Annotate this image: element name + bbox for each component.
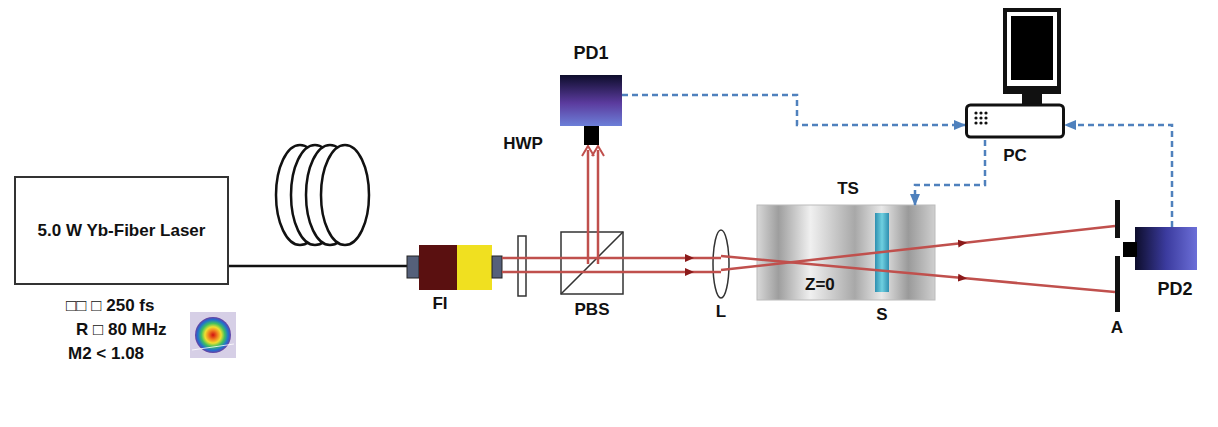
detector-housing xyxy=(560,75,622,126)
graphic-part xyxy=(984,116,987,119)
isolator-port xyxy=(407,256,419,278)
part-label: HWP xyxy=(503,134,543,154)
translation-stage: TSZ=0S xyxy=(757,205,935,300)
graphic-part xyxy=(979,116,982,119)
graphic-part xyxy=(974,121,977,124)
photodiode: PD1 xyxy=(560,75,622,145)
focused-beam xyxy=(721,256,1115,292)
beam-profile xyxy=(190,312,236,358)
computer: PC xyxy=(965,5,1065,140)
laser-name: 5.0 W Yb-Fiber Laser xyxy=(38,221,206,241)
monitor xyxy=(1007,12,1057,86)
graphic-part xyxy=(979,111,982,114)
photodiode: PD2 xyxy=(1123,227,1197,270)
beam-splitter xyxy=(561,232,623,294)
fiber-coil xyxy=(321,145,369,245)
detector-housing xyxy=(1135,227,1197,270)
computer-body xyxy=(967,105,1064,137)
photodiode-shape xyxy=(1123,227,1197,270)
laser-beam xyxy=(502,271,721,274)
reflected-beam xyxy=(587,150,590,264)
monitor-screen xyxy=(1011,16,1053,80)
laser-spec: R □ 80 MHz xyxy=(76,320,167,340)
graphic-part xyxy=(974,111,977,114)
photodiode-shape xyxy=(560,75,622,145)
part-label: PBS xyxy=(575,300,610,320)
translation-stage xyxy=(757,205,935,300)
part-label: L xyxy=(716,302,726,322)
laser-spec: □□ □ 250 fs xyxy=(66,296,154,316)
stage-label: TS xyxy=(837,179,859,199)
signal-line xyxy=(1065,125,1172,227)
laser-spec: M2 < 1.08 xyxy=(68,344,144,364)
monitor-stand xyxy=(1022,94,1042,104)
laser-box: 5.0 W Yb-Fiber Laser xyxy=(14,176,229,285)
lens xyxy=(713,230,729,298)
graphic-part xyxy=(974,116,977,119)
isolator-body xyxy=(419,245,457,290)
part-label: FI xyxy=(432,294,447,314)
isolator-port xyxy=(492,256,502,278)
signal-line xyxy=(915,140,985,205)
beam-profile xyxy=(192,344,234,350)
laser-beam xyxy=(502,257,721,260)
computer-shape xyxy=(965,5,1065,140)
graphic-part xyxy=(984,121,987,124)
beam-splitter-face xyxy=(561,232,623,294)
detector-label: PD2 xyxy=(1157,279,1192,299)
fiber xyxy=(229,265,408,268)
focus-position: Z=0 xyxy=(805,275,835,295)
isolator-body xyxy=(457,245,492,290)
reflected-beam xyxy=(597,150,600,264)
graphic-part xyxy=(984,111,987,114)
aperture xyxy=(1115,200,1120,238)
focused-beam xyxy=(721,226,1115,270)
detector-window xyxy=(1123,242,1137,257)
monitor xyxy=(1003,8,1061,94)
graphic-part xyxy=(979,121,982,124)
detector-window xyxy=(584,126,599,145)
detector-label: PD1 xyxy=(573,43,608,63)
signal-line xyxy=(622,95,965,125)
waveplate xyxy=(518,236,526,296)
beam-profile xyxy=(195,317,231,353)
aperture xyxy=(1115,256,1120,312)
part-label: A xyxy=(1111,318,1123,338)
computer-label: PC xyxy=(1003,146,1027,166)
sample-label: S xyxy=(876,305,887,325)
keypad xyxy=(974,111,987,124)
